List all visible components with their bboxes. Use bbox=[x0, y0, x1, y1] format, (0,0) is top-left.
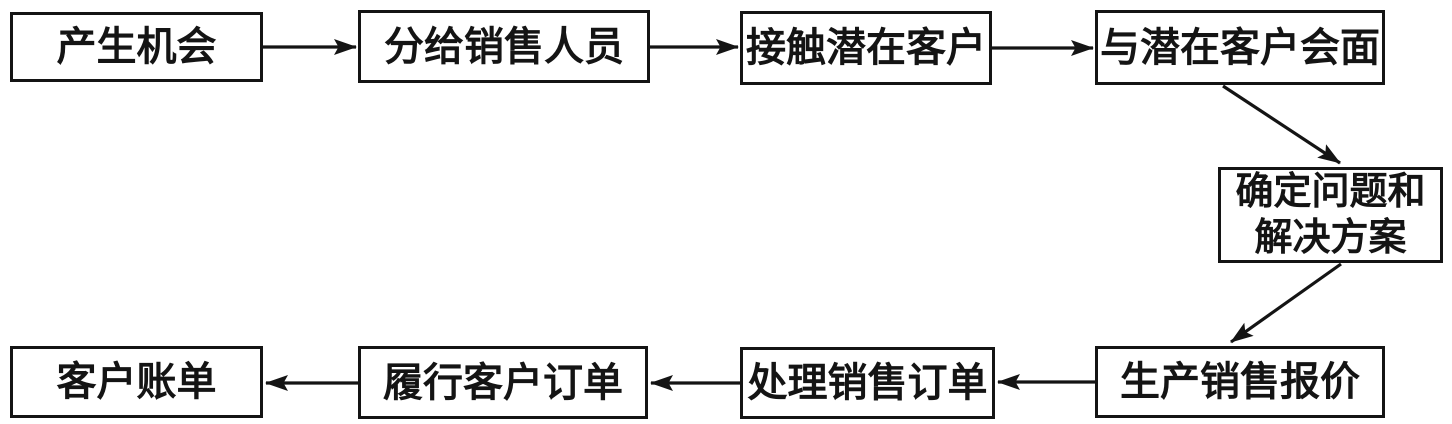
node-meet-prospect: 与潜在客户会面 bbox=[1095, 10, 1385, 85]
node-process-sales-order: 处理销售订单 bbox=[740, 347, 995, 419]
node-customer-billing: 客户账单 bbox=[10, 346, 263, 418]
node-produce-quote: 生产销售报价 bbox=[1095, 346, 1385, 418]
node-assign-to-sales: 分给销售人员 bbox=[358, 10, 650, 83]
node-contact-prospect: 接触潜在客户 bbox=[740, 11, 992, 85]
node-fulfill-order: 履行客户订单 bbox=[358, 346, 648, 419]
arrow-meet-to-determine bbox=[1222, 84, 1341, 165]
arrow-determine-to-quote bbox=[1230, 262, 1342, 344]
node-generate-opportunity: 产生机会 bbox=[10, 12, 263, 82]
node-determine-solution: 确定问题和 解决方案 bbox=[1218, 167, 1443, 263]
